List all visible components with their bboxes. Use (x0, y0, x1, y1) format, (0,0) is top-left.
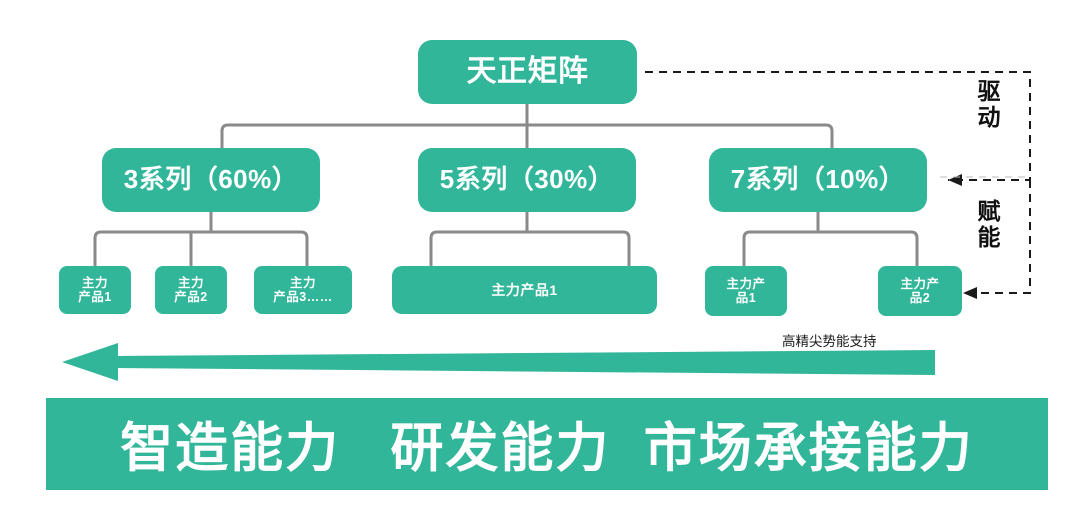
node-series-7[interactable]: 7系列（10%） (709, 148, 927, 212)
node-series-5-label: 5系列（30%） (439, 164, 615, 195)
root-to-tier2-connectors (220, 102, 834, 150)
node-middle-product-1[interactable]: 主力产品1 (392, 266, 657, 314)
node-root-label: 天正矩阵 (466, 54, 589, 88)
support-arrow-note: 高精尖势能支持 (782, 334, 877, 349)
node-middle-product-1-label: 主力产品1 (491, 281, 558, 298)
node-root[interactable]: 天正矩阵 (418, 40, 637, 104)
node-left-product-1[interactable]: 主力 产品1 (59, 266, 131, 314)
node-right-product-2-label: 主力产 品2 (900, 276, 940, 305)
drive-arrowhead (948, 174, 962, 186)
node-right-product-1[interactable]: 主力产 品1 (705, 266, 787, 316)
series7-to-leaves-connectors (742, 210, 919, 268)
node-right-product-1-label: 主力产 品1 (726, 276, 766, 305)
series5-to-leaf-connectors (429, 210, 631, 268)
side-label-drive: 驱 动 (977, 78, 1001, 131)
node-left-product-2-label: 主力 产品2 (174, 275, 208, 304)
node-series-7-label: 7系列（10%） (730, 164, 906, 195)
node-series-3[interactable]: 3系列（60%） (102, 148, 320, 212)
node-right-product-2[interactable]: 主力产 品2 (878, 266, 962, 316)
node-left-product-3[interactable]: 主力 产品3…… (254, 266, 352, 314)
bottom-capability-bar-text: 智造能力 研发能力 市场承接能力 (120, 419, 974, 478)
node-left-product-1-label: 主力 产品1 (78, 275, 112, 304)
side-label-empower: 赋 能 (977, 198, 1001, 251)
node-left-product-3-label: 主力 产品3…… (273, 275, 333, 304)
node-series-3-label: 3系列（60%） (123, 164, 299, 195)
node-left-product-2[interactable]: 主力 产品2 (155, 266, 227, 314)
series3-to-leaves-connectors (93, 210, 309, 268)
empower-arrowhead (963, 287, 977, 299)
node-series-5[interactable]: 5系列（30%） (418, 148, 636, 212)
bottom-capability-bar: 智造能力 研发能力 市场承接能力 (46, 398, 1048, 490)
